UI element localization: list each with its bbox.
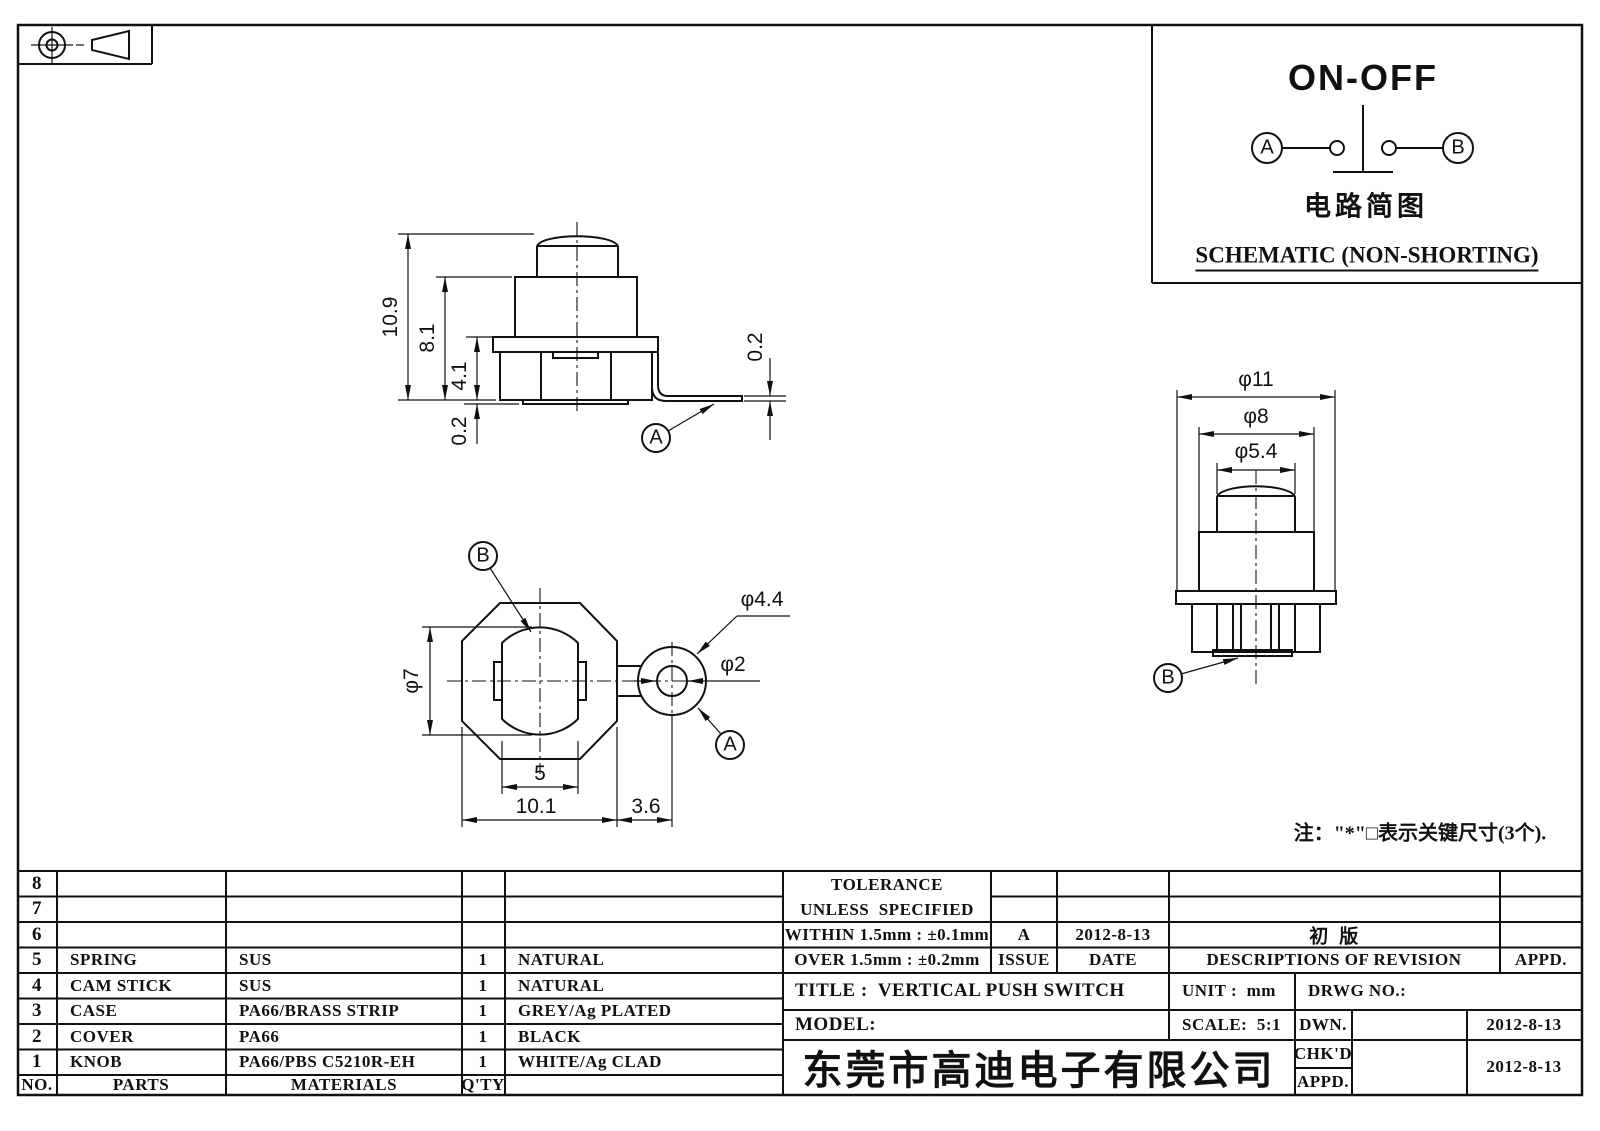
projection-symbol-box [18,25,153,65]
top-view-dimensions [422,541,790,827]
bom-row-no: 3 [32,1000,42,1021]
side-balloon-a: A [649,426,663,449]
revision-date-label: DATE [1089,950,1137,969]
tolerance-over: OVER 1.5mm : ±0.2mm [794,950,980,969]
schematic-caption-en: SCHEMATIC (NON-SHORTING) [1195,243,1539,272]
top-dim-terminal-offset: 3.6 [631,795,661,818]
titleblock-model: MODEL: [795,1014,877,1035]
bom-row-no: 1 [32,1051,42,1072]
top-dim-terminal-hole-dia: φ2 [720,653,746,676]
top-dim-flat-width: 5 [534,762,546,785]
bom-part: SPRING [70,950,138,969]
bom-part: CAM STICK [70,976,173,995]
titleblock-chkd-label: CHK'D [1293,1044,1353,1063]
titleblock-unit: UNIT : mm [1182,981,1276,1000]
bom-qty: 1 [478,1052,488,1071]
schematic-terminal-a-label: A [1260,136,1274,159]
side-view-dimensions [398,233,786,453]
titleblock-scale: SCALE: 5:1 [1182,1015,1282,1034]
bom-qty: 1 [478,1001,488,1020]
revision-issue-value: A [1017,925,1031,944]
bom-material: PA66 [239,1027,280,1046]
titleblock-title: TITLE : VERTICAL PUSH SWITCH [795,980,1125,1001]
bom-material: SUS [239,976,272,995]
bom-material: SUS [239,950,272,969]
bom-row-no: 4 [32,975,42,996]
bom-finish: WHITE/Ag CLAD [518,1052,662,1071]
revision-date-value: 2012-8-13 [1075,925,1151,944]
front-dim-cover-dia: φ8 [1243,405,1269,428]
bom-row-no: 7 [32,898,42,919]
bom-finish: NATURAL [518,976,605,995]
sheet-border [16,23,1584,1097]
bom-part: COVER [70,1027,134,1046]
revision-description-label: DESCRIPTIONS OF REVISION [1206,950,1462,969]
bom-row-no: 6 [32,924,42,945]
top-dim-body-width: 10.1 [515,795,557,818]
bom-qty: 1 [478,950,488,969]
titleblock-appd-label: APPD. [1296,1072,1350,1091]
tolerance-subtitle: UNLESS SPECIFIED [800,900,974,919]
bom-header-qty: Q'TY [461,1075,505,1094]
top-dim-inner-dia: φ7 [400,668,423,694]
bom-finish: NATURAL [518,950,605,969]
front-dim-flange-dia: φ11 [1238,368,1274,391]
schematic-caption-cn: 电路简图 [1304,191,1428,222]
titleblock-dwn-date: 2012-8-13 [1486,1015,1562,1034]
bom-part: KNOB [70,1052,123,1071]
key-dimension-note: 注："*"□表示关键尺寸(3个). [1293,822,1547,845]
revision-description-value: 初 版 [1309,926,1359,948]
tolerance-within: WITHIN 1.5mm : ±0.1mm [784,925,990,944]
bom-material: PA66/PBS C5210R-EH [239,1052,416,1071]
side-dim-total-height: 10.9 [379,296,402,338]
bom-qty: 1 [478,976,488,995]
bom-finish: GREY/Ag PLATED [518,1001,672,1020]
schematic-title: ON-OFF [1288,57,1438,98]
titleblock-dwn-label: DWN. [1299,1015,1347,1034]
side-dim-body-height: 8.1 [416,323,439,353]
table-grid [18,870,1582,1095]
bom-row-no: 2 [32,1026,42,1047]
bom-material: PA66/BRASS STRIP [239,1001,400,1020]
revision-appd-label: APPD. [1514,950,1568,969]
front-view-dimensions [1153,390,1336,693]
side-view-outline [492,235,743,405]
bom-part: CASE [70,1001,118,1020]
bom-qty: 1 [478,1027,488,1046]
titleblock-company: 东莞市高迪电子有限公司 [802,1049,1276,1093]
bom-finish: BLACK [518,1027,581,1046]
top-view-centerlines [447,588,724,774]
side-dim-terminal-thickness: 0.2 [744,332,767,362]
side-dim-pad-thickness: 0.2 [448,416,471,446]
bom-row-no: 5 [32,949,42,970]
titleblock-drwg-no: DRWG NO.: [1308,981,1407,1000]
bom-header-no: NO. [21,1075,53,1094]
side-dim-case-height: 4.1 [448,361,471,391]
top-balloon-a: A [723,733,737,756]
titleblock-chkd-appd-date: 2012-8-13 [1486,1057,1562,1076]
bom-row-no: 8 [32,873,42,894]
top-dim-terminal-outer-dia: φ4.4 [740,588,784,611]
schematic-terminal-b-label: B [1451,136,1465,159]
bom-header-parts: PARTS [112,1075,170,1094]
revision-issue-label: ISSUE [998,950,1050,969]
front-balloon-b: B [1161,666,1175,689]
top-balloon-b: B [476,544,490,567]
tolerance-title: TOLERANCE [831,875,943,894]
schematic-circuit [1151,25,1582,284]
front-dim-knob-dia: φ5.4 [1234,440,1278,463]
bom-header-materials: MATERIALS [290,1075,398,1094]
